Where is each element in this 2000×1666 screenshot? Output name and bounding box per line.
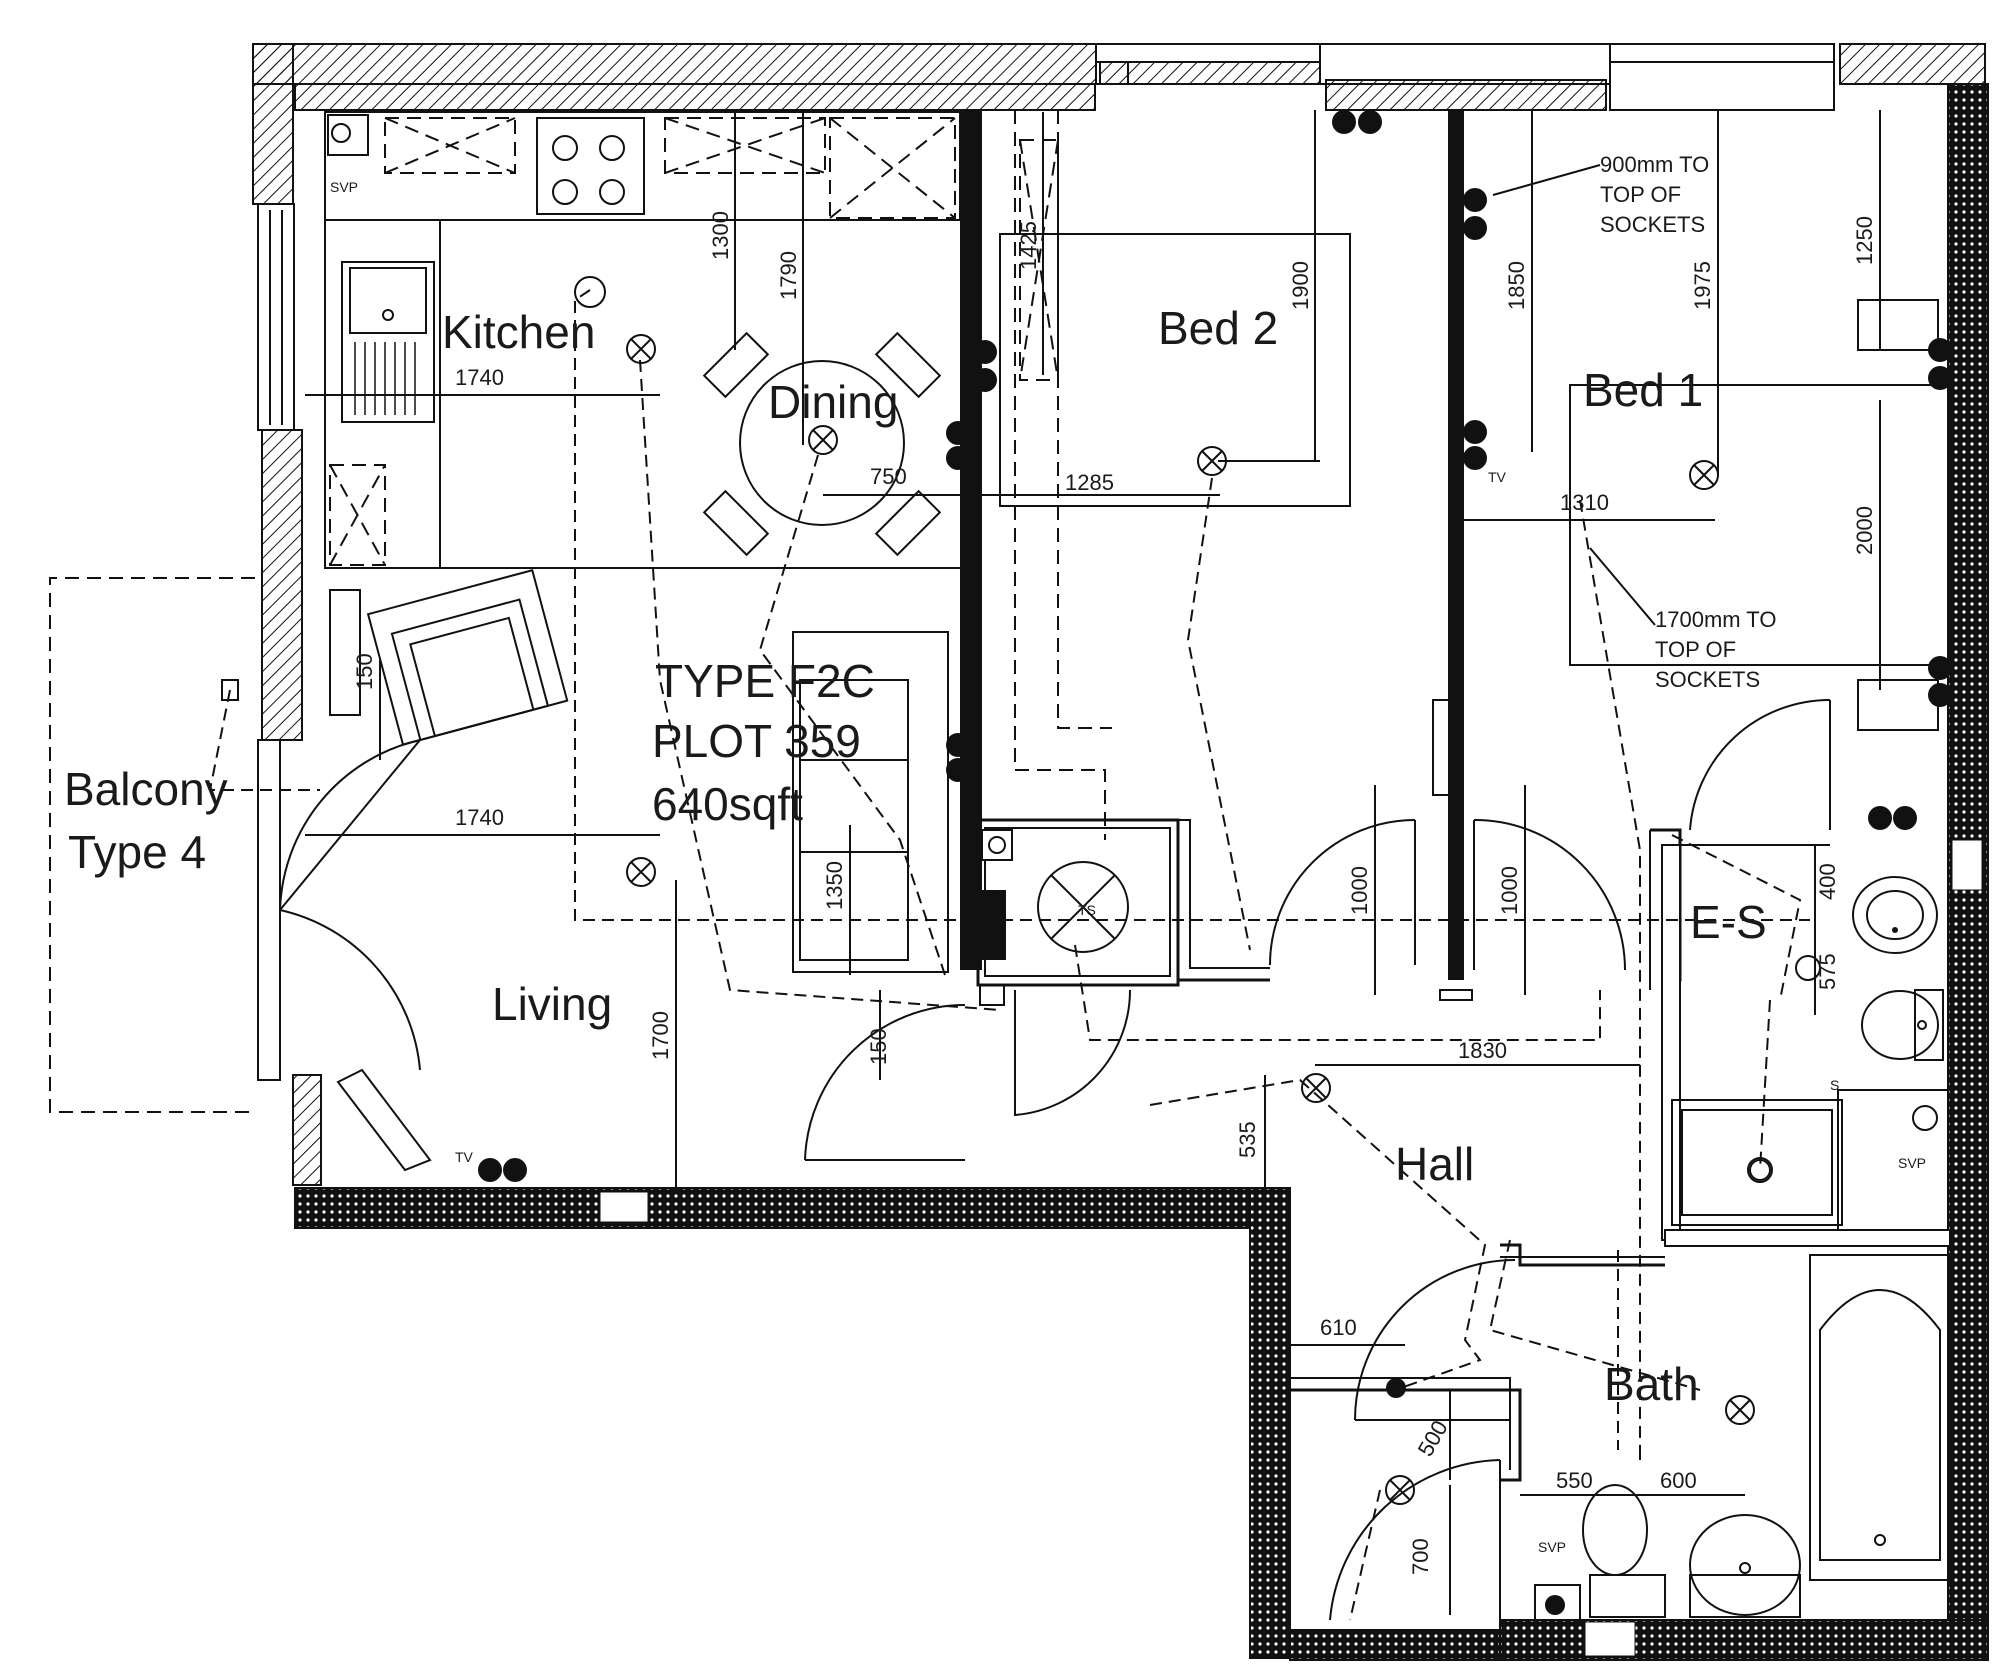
dim-1350: 1350 [822,861,847,910]
dim-535: 535 [1235,1121,1260,1158]
room-label-balcony: Balcony [64,763,228,815]
balcony [49,577,255,1113]
plot-type: TYPE F2C [655,655,875,707]
ts-label: TS [1078,902,1096,918]
dim-1300: 1300 [708,211,733,260]
room-label-dining: Dining [768,376,898,428]
dim-150-living: 150 [352,653,377,690]
dim-1740-top: 1740 [455,365,504,390]
dim-1850: 1850 [1504,261,1529,310]
room-label-balcony-type: Type 4 [68,826,206,878]
dim-610: 610 [1320,1315,1357,1340]
sanitary-fixtures [1534,876,1951,1626]
note-900-line2: TOP OF [1600,182,1681,207]
room-label-bath: Bath [1604,1358,1699,1410]
note-1700-line3: SOCKETS [1655,667,1760,692]
dim-1000-b: 1000 [1497,866,1522,915]
internal-walls [960,110,1951,1482]
room-label-bed2: Bed 2 [1158,302,1278,354]
wiring [208,289,1810,1621]
dim-1000-a: 1000 [1347,866,1372,915]
dim-750: 750 [870,464,907,489]
plot-area: 640sqft [652,778,803,830]
note-900-line1: 900mm TO [1600,152,1709,177]
dining-table [702,331,942,557]
dim-1250: 1250 [1852,216,1877,265]
dim-1900: 1900 [1288,261,1313,310]
room-label-bed1: Bed 1 [1583,364,1703,416]
tv-label-living: TV [455,1149,474,1165]
room-label-kitchen: Kitchen [442,306,595,358]
light-points [478,110,1952,1505]
dimension-lines [305,110,1881,1615]
bed-outlines [999,110,1951,840]
dim-1830: 1830 [1458,1038,1507,1063]
dim-2000: 2000 [1852,506,1877,555]
dim-600: 600 [1660,1468,1697,1493]
dim-575: 575 [1815,953,1840,990]
plot-info: TYPE F2C PLOT 359 640sqft [652,655,875,830]
svp-label-kitchen: SVP [330,179,358,195]
dimension-labels: 1740 1740 1300 1790 1425 750 1285 1900 1… [352,211,1877,1575]
room-label-es: E-S [1690,896,1767,948]
dim-1975: 1975 [1690,261,1715,310]
svp-label-bath: SVP [1538,1539,1566,1555]
room-labels: Kitchen Dining Bed 2 Bed 1 Living Hall B… [64,302,1767,1410]
note-900-line3: SOCKETS [1600,212,1705,237]
dim-1310: 1310 [1560,490,1609,515]
plot-number: PLOT 359 [652,715,861,767]
note-1700-line1: 1700mm TO [1655,607,1776,632]
dim-1700: 1700 [648,1011,673,1060]
dim-500: 500 [1413,1416,1453,1460]
dim-1285: 1285 [1065,470,1114,495]
note-1700-line2: TOP OF [1655,637,1736,662]
s-label: S [1830,1077,1839,1093]
socket-notes: 900mm TO TOP OF SOCKETS 1700mm TO TOP OF… [1492,152,1776,692]
kitchen-units [324,111,961,569]
tv-label-bed1: TV [1488,469,1507,485]
small-labels: SVP SVP SVP TV TV TS S [330,179,1926,1555]
svp-label-es: SVP [1898,1155,1926,1171]
dim-400: 400 [1815,863,1840,900]
dim-1740-bottom: 1740 [455,805,504,830]
room-label-hall: Hall [1395,1138,1474,1190]
external-walls [252,43,1989,1661]
dim-150-door: 150 [866,1028,891,1065]
dim-550: 550 [1556,1468,1593,1493]
room-label-living: Living [492,978,612,1030]
dim-700: 700 [1408,1538,1433,1575]
dim-1790: 1790 [776,251,801,300]
living-furniture [325,567,960,1172]
dim-1425: 1425 [1016,221,1041,270]
